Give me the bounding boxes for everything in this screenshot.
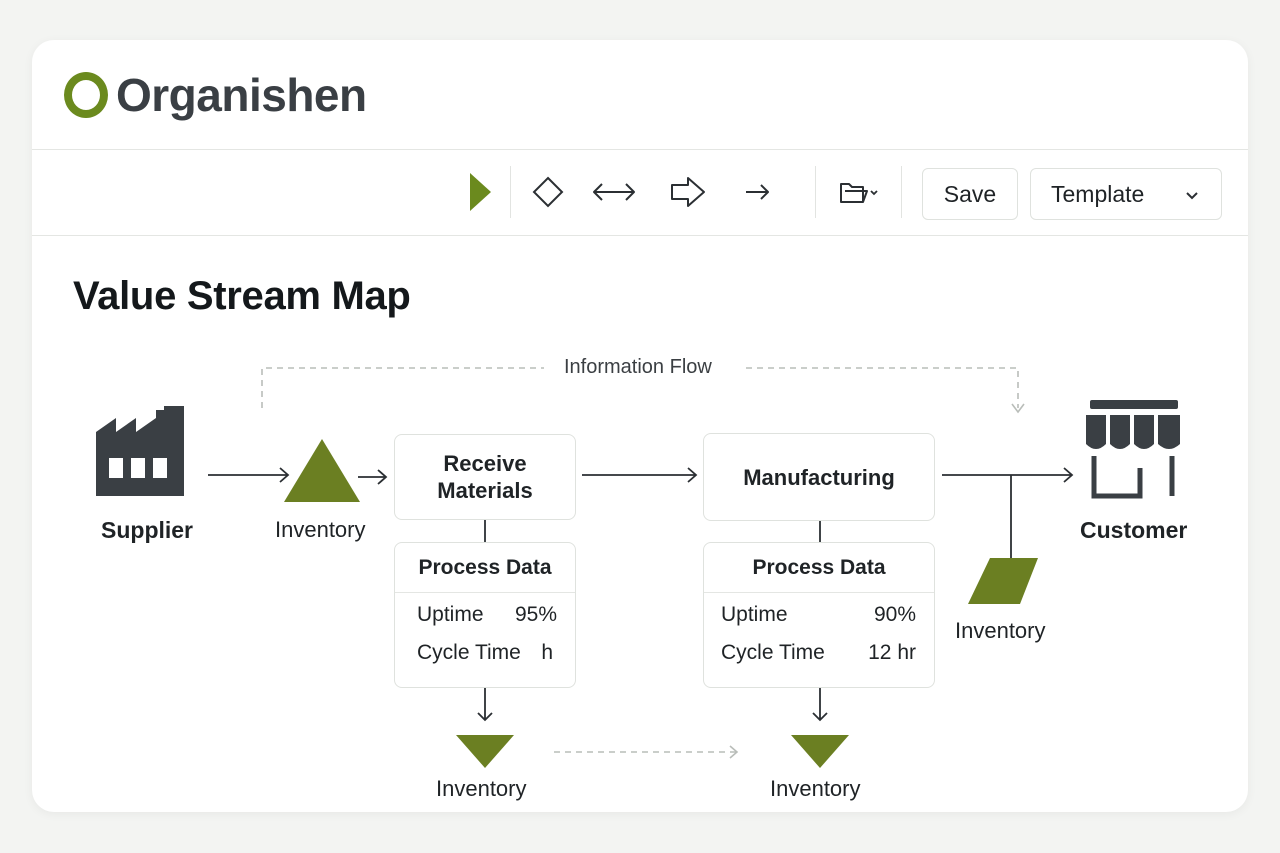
info-flow-line [746, 367, 1019, 408]
flow-arrow [358, 469, 388, 485]
data-row: Cycle Time h [395, 631, 575, 669]
data-value: h [541, 641, 553, 664]
double-arrow-icon[interactable] [590, 168, 638, 216]
data-row: Uptime 95% [395, 593, 575, 631]
inventory-triangle-icon[interactable] [284, 439, 360, 502]
process-name: Receive Materials [437, 451, 533, 503]
data-row: Cycle Time 12 hr [704, 631, 934, 669]
data-label: Uptime [417, 603, 484, 626]
folder-icon[interactable] [834, 168, 886, 216]
inventory-triangle-icon[interactable] [791, 735, 849, 768]
data-value: 95% [514, 603, 557, 626]
template-label: Template [1051, 180, 1145, 207]
flow-arrow [582, 467, 698, 483]
play-triangle-icon[interactable] [456, 168, 504, 216]
process-data-box[interactable]: Process Data Uptime 95% Cycle Time h [394, 542, 576, 688]
process-box-manufacturing[interactable]: Manufacturing [703, 433, 935, 521]
data-label: Cycle Time [721, 641, 825, 664]
info-flow-arrowhead-icon [1011, 403, 1025, 414]
arrow-right-icon[interactable] [734, 168, 782, 216]
save-button[interactable]: Save [922, 168, 1018, 220]
data-row: Uptime 90% [704, 593, 934, 631]
inventory-label: Inventory [436, 776, 527, 801]
inventory-label: Inventory [770, 776, 861, 801]
customer-label: Customer [1080, 517, 1188, 543]
process-name: Manufacturing [743, 464, 895, 490]
brand-logo[interactable]: Organishen [64, 68, 367, 122]
process-data-box[interactable]: Process Data Uptime 90% Cycle Time 12 hr [703, 542, 935, 688]
main-card: Organishen Save Template [32, 40, 1248, 812]
information-flow-label: Information Flow [552, 356, 724, 379]
inventory-label: Inventory [955, 618, 1046, 643]
brand-bar: Organishen [32, 40, 1248, 150]
flow-arrow [477, 688, 493, 722]
data-label: Uptime [721, 603, 788, 626]
process-data-title: Process Data [704, 543, 934, 593]
toolbar-divider [815, 166, 816, 218]
toolbar: Save Template [32, 150, 1248, 236]
toolbar-divider [901, 166, 902, 218]
data-value: 90% [873, 603, 916, 626]
flow-arrow [208, 467, 290, 483]
push-arrow-icon[interactable] [664, 168, 712, 216]
diamond-icon[interactable] [524, 168, 572, 216]
inventory-label: Inventory [275, 517, 366, 542]
flow-arrow [812, 688, 828, 722]
data-label: Cycle Time [417, 641, 521, 664]
template-dropdown[interactable]: Template [1030, 168, 1222, 220]
info-flow-line [261, 367, 544, 408]
logo-ring-icon [64, 72, 108, 118]
supplier-label: Supplier [101, 517, 194, 543]
process-box-receive-materials[interactable]: Receive Materials [394, 434, 576, 520]
store-icon [1086, 400, 1180, 499]
brand-name: Organishen [116, 69, 367, 121]
map-canvas [96, 367, 1180, 768]
page-title: Value Stream Map [73, 274, 411, 318]
process-data-title: Process Data [395, 543, 575, 593]
toolbar-divider [510, 166, 511, 218]
flow-arrow [942, 467, 1074, 483]
arrow-right-icon [729, 745, 739, 759]
factory-icon [96, 406, 184, 496]
chevron-down-icon [1185, 184, 1199, 211]
data-value: 12 hr [868, 641, 916, 664]
inventory-parallelogram-icon[interactable] [968, 558, 1038, 604]
inventory-triangle-icon[interactable] [456, 735, 514, 768]
